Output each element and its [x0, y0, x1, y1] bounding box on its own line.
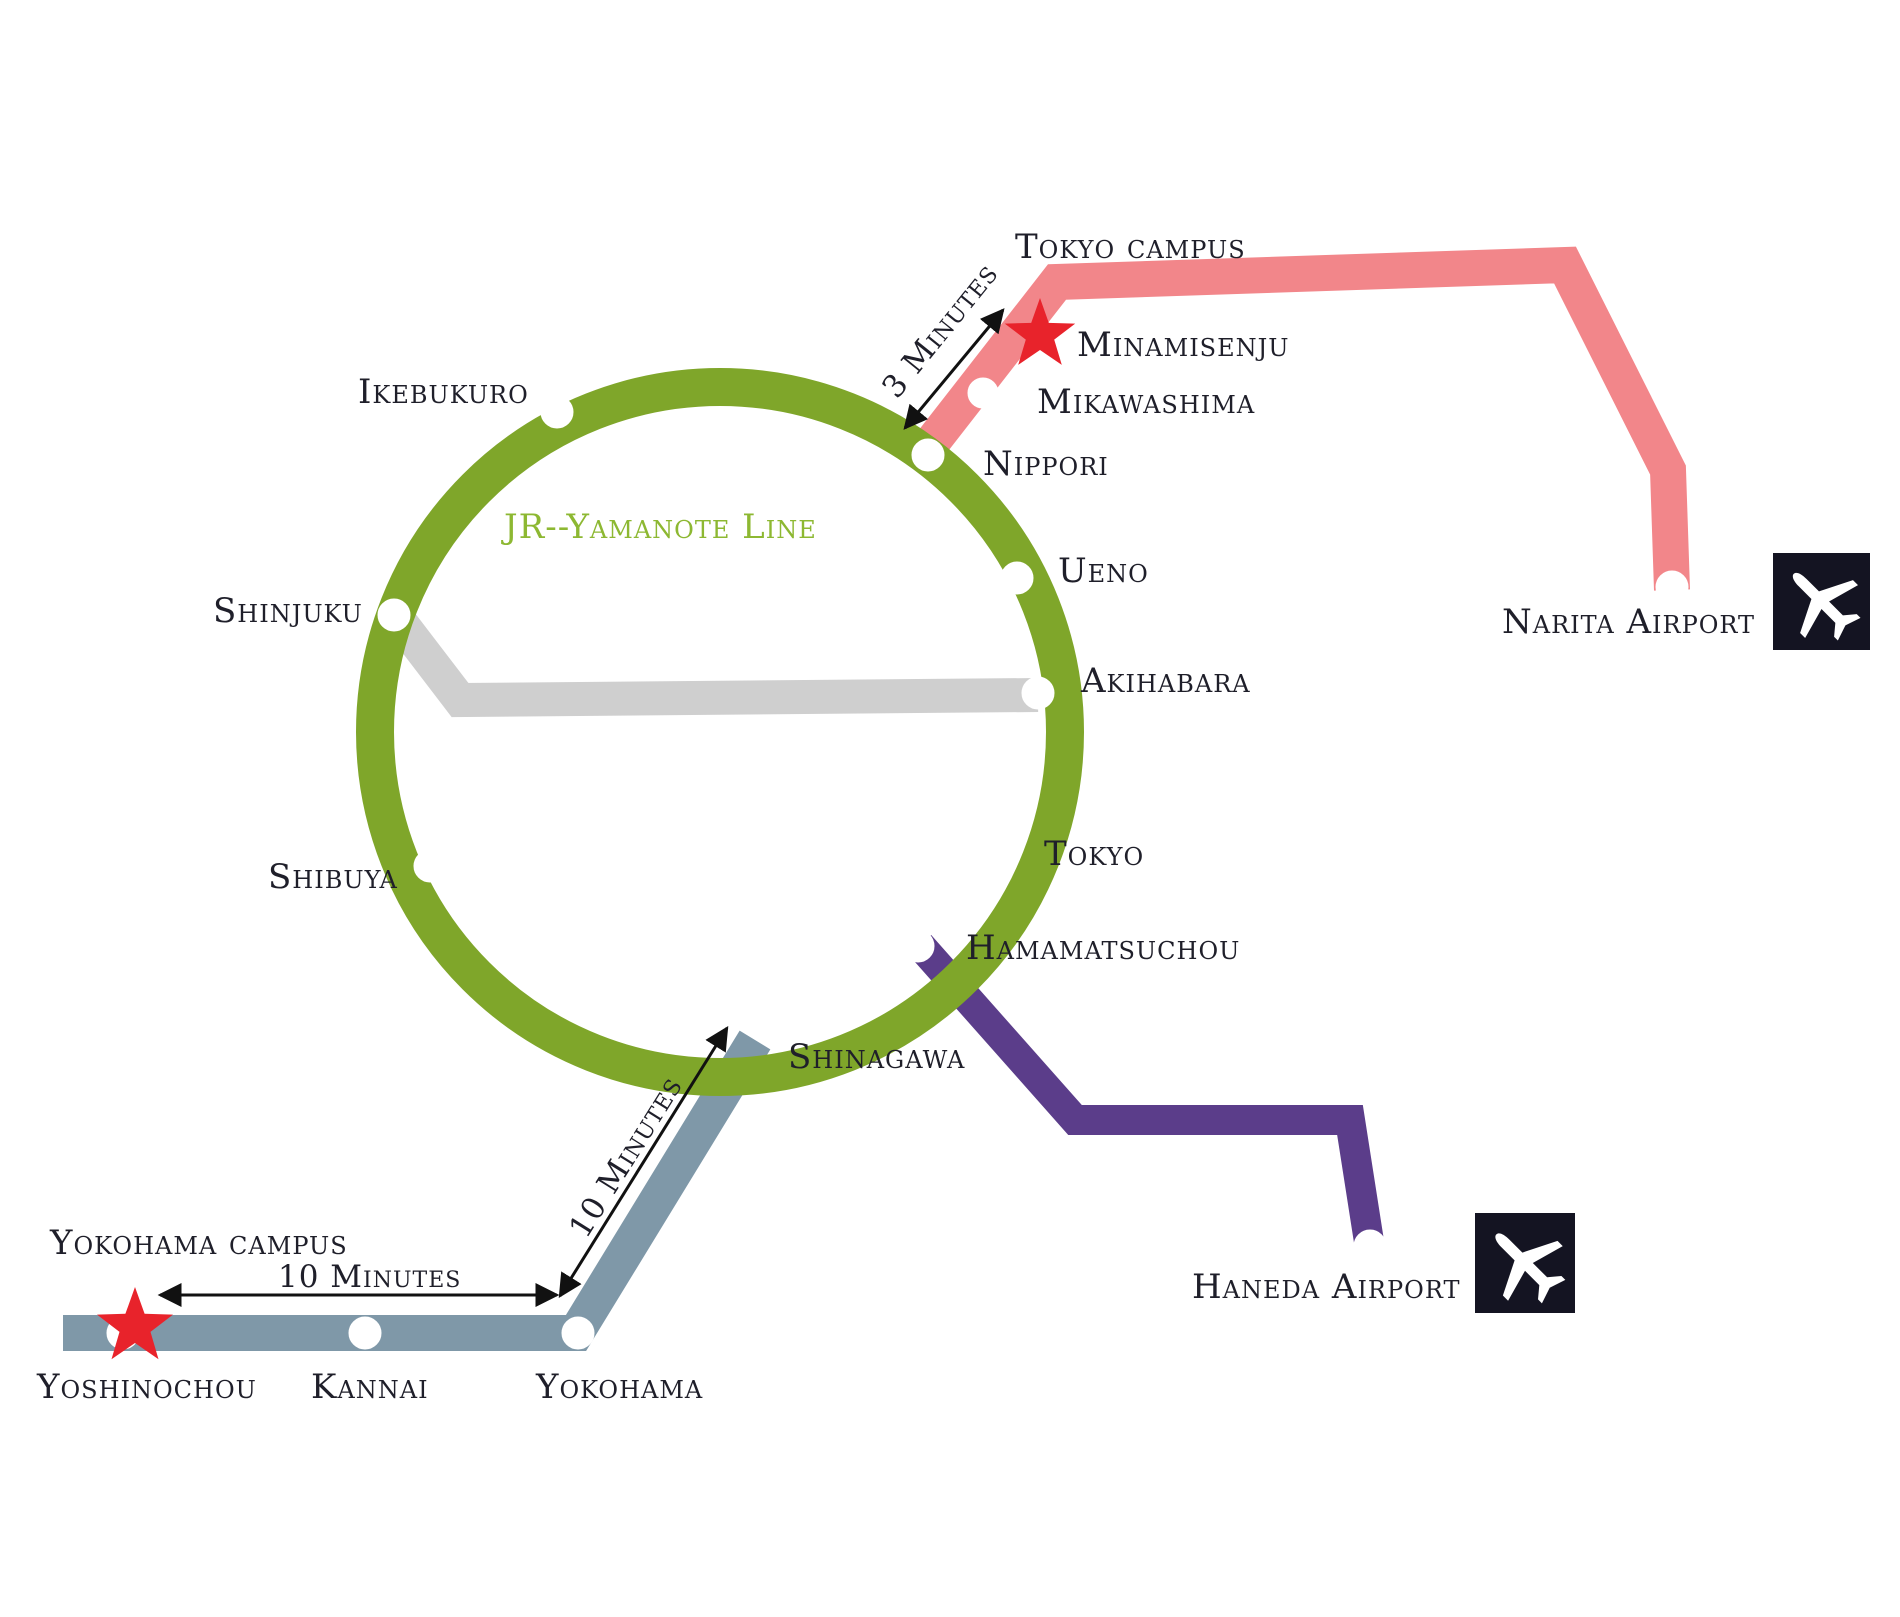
station-mikawashima-marker	[967, 377, 999, 409]
haneda-line	[908, 935, 1385, 1251]
tokyo-campus-star-icon	[1004, 298, 1076, 365]
station-ueno-marker	[1000, 561, 1034, 595]
station-label-ueno: Ueno	[1058, 551, 1149, 591]
station-label-mikawashima: Mikawashima	[1037, 382, 1255, 422]
station-shibuya-marker	[413, 849, 447, 883]
station-nippori-marker	[911, 438, 945, 472]
station-kannai-marker	[348, 1316, 382, 1350]
station-label-hamamatsuchou: Hamamatsuchou	[966, 928, 1240, 968]
station-label-nippori: Nippori	[983, 444, 1109, 484]
station-label-ikebukuro: Ikebukuro	[358, 372, 529, 412]
station-label-shibuya: Shibuya	[268, 857, 398, 897]
arrow-10-minutes-diagonal	[558, 1025, 729, 1299]
station-tokyo-marker	[978, 840, 1012, 874]
station-label-kannai: Kannai	[311, 1367, 429, 1407]
yokohama-campus-star-icon	[97, 1287, 173, 1360]
station-hamamatsuchou-marker	[901, 929, 935, 963]
station-label-minamisenju: Minamisenju	[1077, 325, 1290, 365]
station-ikebukuro-marker	[540, 395, 574, 429]
station-label-narita-airport: Narita Airport	[1502, 602, 1755, 642]
station-yokohama-marker	[561, 1316, 595, 1350]
travel-time-10-minutes-horizontal: 10 Minutes	[278, 1259, 461, 1295]
chuo-line	[381, 604, 1039, 718]
station-label-tokyo: Tokyo	[1044, 834, 1144, 874]
station-label-haneda-airport: Haneda Airport	[1192, 1267, 1460, 1307]
station-label-akihabara: Akihabara	[1080, 661, 1251, 701]
narita-airplane-icon	[1773, 553, 1870, 650]
station-label-shinagawa: Shinagawa	[788, 1037, 965, 1077]
station-haneda-airport-marker	[1353, 1229, 1387, 1263]
narita-line	[915, 246, 1690, 591]
campus-label-yokohama: Yokohama campus	[49, 1223, 348, 1263]
campus-label-tokyo: Tokyo campus	[1015, 227, 1246, 267]
station-shinjuku-marker	[377, 598, 411, 632]
station-akihabara-marker	[1021, 676, 1055, 710]
station-label-yokohama: Yokohama	[535, 1367, 703, 1407]
station-label-yoshinochou: Yoshinochou	[36, 1367, 257, 1407]
station-shinagawa-marker	[749, 1003, 783, 1037]
yamanote-line-label: JR--Yamanote Line	[501, 507, 817, 547]
arrow-3-minutes	[903, 308, 1005, 430]
station-narita-airport-marker	[1655, 570, 1689, 604]
station-label-shinjuku: Shinjuku	[213, 591, 363, 631]
haneda-airplane-icon	[1475, 1213, 1575, 1313]
yamanote-line-ring	[356, 368, 1084, 1096]
